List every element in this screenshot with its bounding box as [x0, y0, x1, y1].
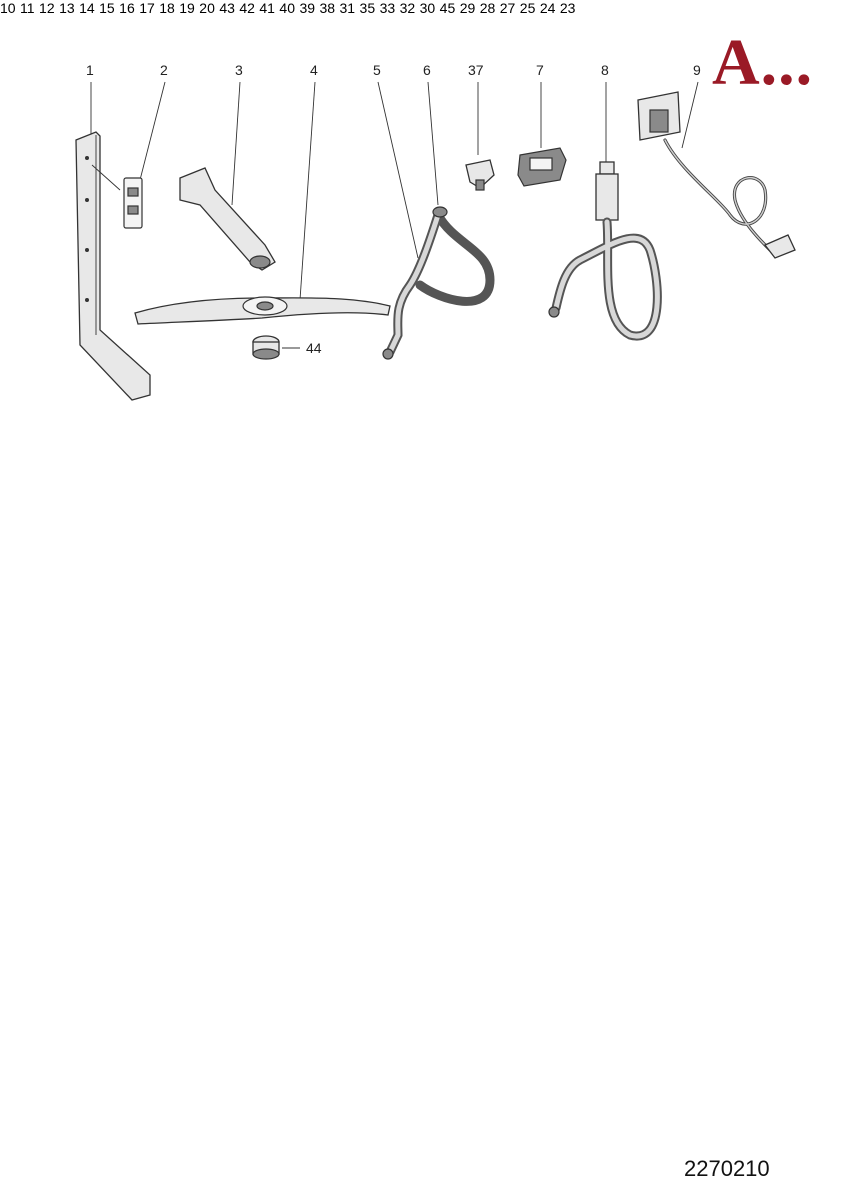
part-3-spray-support: [179, 167, 276, 271]
callout-4: 4: [310, 62, 318, 78]
callout-39: 39: [299, 0, 316, 16]
callout-9: 9: [693, 62, 701, 78]
part-32-tube: 32 30 45 29 28 27 25: [399, 0, 813, 1181]
callout-25: 25: [519, 0, 536, 16]
callout-8: 8: [601, 62, 609, 78]
callout-29: 29: [459, 0, 476, 16]
callout-19: 19: [179, 0, 195, 16]
part-40-cap: 40 39 38 31 35 33 32: [279, 0, 813, 1181]
part-1-rail: [75, 131, 151, 401]
callout-3: 3: [235, 62, 243, 78]
callout-12: 12: [39, 0, 55, 16]
part-38-ring: 38 31 35 33 32 30 45: [319, 0, 813, 1181]
part-6-gasket: [432, 206, 448, 218]
part-4-upper-spray-arm: [134, 296, 391, 325]
callout-7: 7: [536, 62, 544, 78]
callout-44: 44: [306, 340, 322, 356]
callout-14: 14: [79, 0, 95, 16]
callout-35: 35: [359, 0, 376, 16]
part-8-supply-hose: [548, 161, 662, 341]
callout-1: 1: [86, 62, 94, 78]
callout-15: 15: [99, 0, 115, 16]
part-37-valve: [465, 159, 495, 191]
callout-5: 5: [373, 62, 381, 78]
callout-20: 20: [199, 0, 215, 16]
callout-38: 38: [319, 0, 336, 16]
part-17-sensor: 17 18 19 20 43 42 41: [139, 0, 813, 1181]
callout-45: 45: [439, 0, 456, 16]
callout-24: 24: [539, 0, 556, 16]
callout-37: 37: [468, 62, 484, 78]
callout-16: 16: [119, 0, 135, 16]
callout-43: 43: [219, 0, 235, 16]
callout-32: 32: [399, 0, 416, 16]
part-2-clip: [123, 177, 143, 229]
callout-18: 18: [159, 0, 175, 16]
part-9-power-cable: [637, 91, 796, 259]
callout-40: 40: [279, 0, 295, 16]
callout-33: 33: [379, 0, 396, 16]
document-code: 2270210: [684, 1156, 770, 1181]
brand-logo: A...: [712, 26, 814, 99]
callout-41: 41: [259, 0, 275, 16]
callout-11: 11: [20, 0, 35, 16]
callout-6: 6: [423, 62, 431, 78]
part-5-inlet-hose: [382, 210, 495, 360]
callout-27: 27: [499, 0, 516, 16]
callout-28: 28: [479, 0, 496, 16]
callout-13: 13: [59, 0, 75, 16]
callout-42: 42: [239, 0, 255, 16]
callout-23: 23: [559, 0, 576, 16]
callout-31: 31: [339, 0, 356, 16]
callout-30: 30: [419, 0, 436, 16]
part-7-bracket: [517, 147, 567, 187]
part-44-nut: [252, 335, 280, 360]
callout-10: 10: [0, 0, 16, 16]
callout-17: 17: [139, 0, 155, 16]
part-24-small-hose: 24 23 A... 2270210 const data = JSON.par…: [539, 0, 812, 1181]
callout-2: 2: [160, 62, 168, 78]
part-13-clip: 13 14 15 16 17 18 19 20: [59, 0, 813, 1181]
part-15-seal: 15 16 17 18 19 20 43: [99, 0, 813, 1181]
